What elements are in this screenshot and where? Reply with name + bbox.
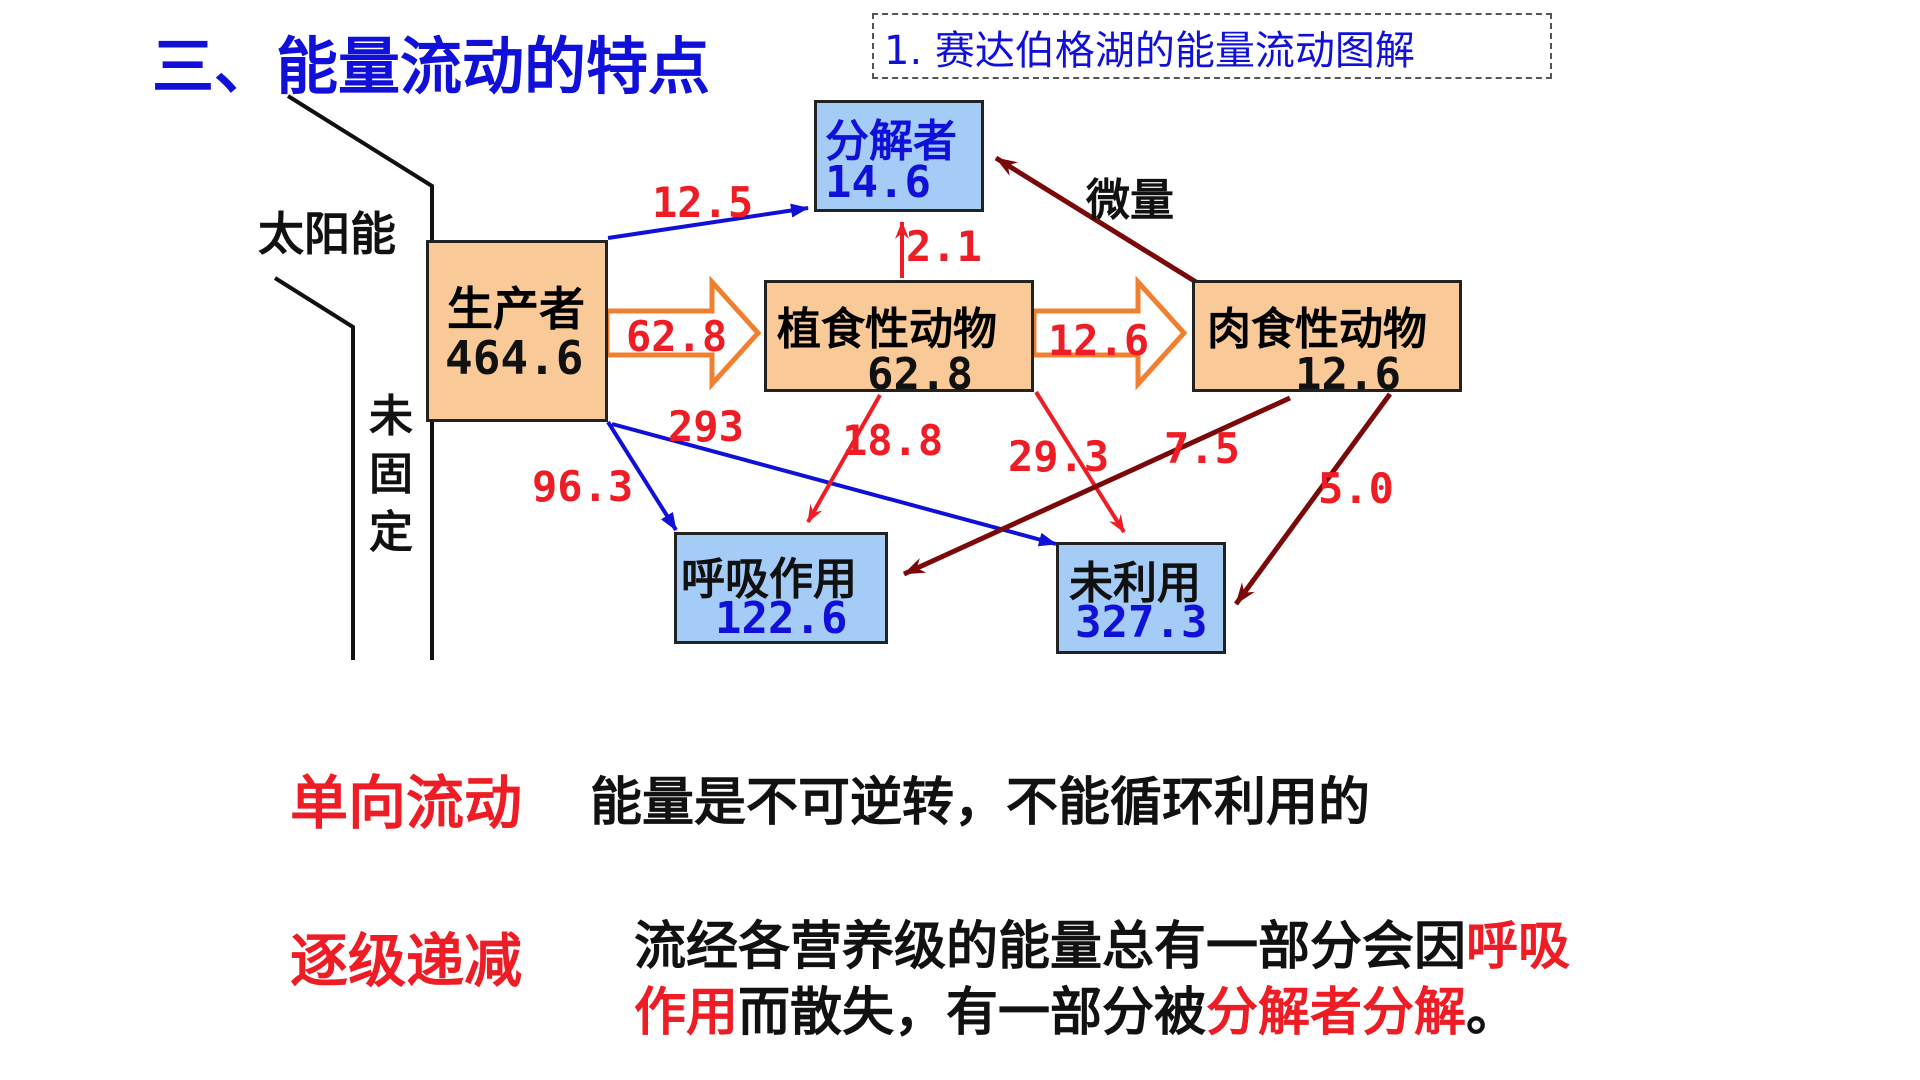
solar-energy-label: 太阳能 xyxy=(258,207,396,261)
flow-label-carnivore-respiration: 7.5 xyxy=(1164,424,1240,473)
arrow-producer-to-respiration xyxy=(606,420,678,532)
desc-highlight-respiration: 呼吸 xyxy=(1466,917,1571,977)
feature-decrease-desc-line1: 流经各营养级的能量总有一部分会因呼吸 xyxy=(634,904,1570,979)
flow-label-herbivore-respiration: 18.8 xyxy=(842,416,944,465)
arrow-producer-to-unused xyxy=(611,422,1057,547)
node-producer-label: 生产者 xyxy=(447,282,585,336)
channel-line-inner xyxy=(273,276,355,660)
feature-one-way-desc: 能量是不可逆转，不能循环利用的 xyxy=(590,773,1371,833)
diagram-subtitle: 1. 赛达伯格湖的能量流动图解 xyxy=(884,28,1415,74)
arrow-producer-to-decomposer xyxy=(607,203,809,240)
node-producer: 生产者 464.6 xyxy=(426,240,608,422)
node-unused: 未利用 327.3 xyxy=(1056,542,1226,654)
subtitle-box xyxy=(872,13,1552,79)
node-decomposer: 分解者 14.6 xyxy=(814,100,984,212)
node-herbivore-label: 植食性动物 xyxy=(777,304,997,355)
feature-one-way-title: 单向流动 xyxy=(290,769,523,837)
arrow-herbivore-to-unused xyxy=(1034,390,1126,534)
flow-label-herbivore-carnivore: 12.6 xyxy=(1048,316,1150,365)
desc-text: 而散失，有一部分被 xyxy=(738,983,1207,1043)
flow-label-producer-respiration: 96.3 xyxy=(532,462,634,511)
feature-decrease-desc-line2: 作用而散失，有一部分被分解者分解。 xyxy=(634,970,1518,1045)
flow-label-herbivore-decomposer: 2.1 xyxy=(906,222,982,271)
feature-decrease-title: 逐级递减 xyxy=(290,927,523,995)
node-respiration: 呼吸作用 122.6 xyxy=(674,532,888,644)
arrow-herbivore-to-respiration xyxy=(806,394,882,523)
flow-label-producer-unused: 293 xyxy=(668,402,744,451)
desc-highlight-action: 作用 xyxy=(634,983,739,1043)
node-respiration-value: 122.6 xyxy=(715,593,848,644)
flow-label-carnivore-unused: 5.0 xyxy=(1318,464,1394,513)
flow-label-herbivore-unused: 29.3 xyxy=(1008,432,1110,481)
node-decomposer-label: 分解者 xyxy=(825,116,957,167)
flow-label-producer-herbivore: 62.8 xyxy=(626,312,728,361)
node-carnivore-label: 肉食性动物 xyxy=(1207,304,1427,355)
node-respiration-label: 呼吸作用 xyxy=(681,554,857,605)
node-carnivore: 肉食性动物 12.6 xyxy=(1192,280,1462,400)
node-herbivore: 植食性动物 62.8 xyxy=(764,280,1034,400)
page-title: 三、能量流动的特点 xyxy=(152,30,711,103)
arrow-carnivore-to-respiration xyxy=(902,395,1292,577)
block-arrow-herbivore-to-carnivore xyxy=(1031,275,1188,391)
arrow-carnivore-to-unused xyxy=(1233,392,1393,606)
arrow-carnivore-to-decomposer xyxy=(994,155,1198,285)
desc-text: 。 xyxy=(1466,983,1519,1043)
desc-text: 流经各营养级的能量总有一部分会因 xyxy=(634,917,1467,977)
node-decomposer-value: 14.6 xyxy=(825,157,931,208)
node-carnivore-value: 12.6 xyxy=(1295,349,1401,400)
node-unused-label: 未利用 xyxy=(1069,558,1201,609)
block-arrow-producer-to-herbivore xyxy=(604,275,762,391)
node-producer-value: 464.6 xyxy=(445,331,584,385)
node-unused-value: 327.3 xyxy=(1075,597,1208,648)
node-herbivore-value: 62.8 xyxy=(867,349,973,400)
flow-label-producer-decomposer: 12.5 xyxy=(652,178,754,227)
trace-amount-label: 微量 xyxy=(1086,175,1174,226)
unfixed-label: 未固定 xyxy=(369,391,413,558)
desc-highlight-decomposer: 分解者分解 xyxy=(1206,983,1467,1043)
